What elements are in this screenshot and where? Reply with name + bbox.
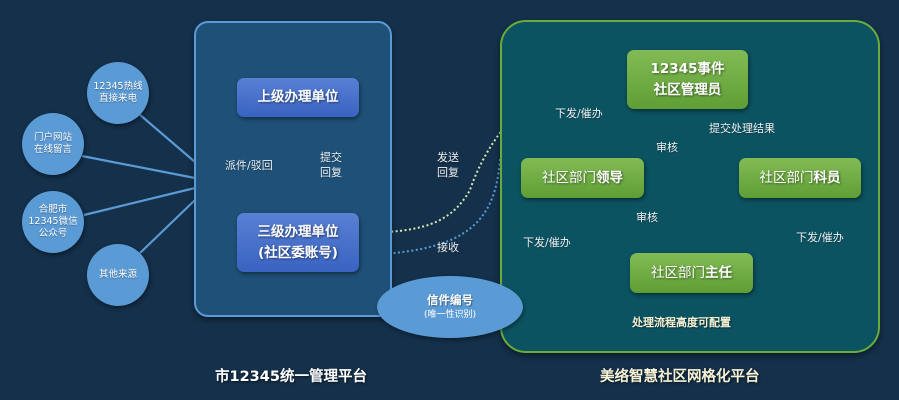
source-wechat: 合肥市 12345微信 公众号 xyxy=(22,191,84,253)
source-other: 其他来源 xyxy=(87,244,149,306)
source-hotline: 12345热线 直接来电 xyxy=(87,62,149,124)
arrow-receive xyxy=(361,76,628,256)
department-leader-box: 社区部门领导 xyxy=(521,158,644,198)
municipal-platform-title: 市12345统一管理平台 xyxy=(215,369,367,385)
label-issue-urge-3: 下发/催办 xyxy=(796,231,844,244)
label-submit-reply: 提交 回复 xyxy=(320,151,342,179)
staff-prefix: 社区部门 xyxy=(759,169,814,186)
director-role: 主任 xyxy=(705,264,732,281)
community-platform-title: 美络智慧社区网格化平台 xyxy=(600,369,760,385)
source-portal: 门户网站 在线留言 xyxy=(22,113,84,175)
source-connector xyxy=(138,113,196,163)
source-connector xyxy=(139,199,196,254)
staff-role: 科员 xyxy=(813,169,841,186)
director-prefix: 社区部门 xyxy=(651,264,705,281)
third-unit-box: 三级办理单位 (社区委账号) xyxy=(237,213,359,272)
letter-id-ellipse: 信件编号 (唯一性识别) xyxy=(377,276,523,338)
letter-id-subtitle: (唯一性识别) xyxy=(423,310,477,320)
community-admin-box: 12345事件 社区管理员 xyxy=(627,50,748,109)
label-dispatch-reject: 派件/驳回 xyxy=(225,159,273,172)
label-submit-result: 提交处理结果 xyxy=(709,122,775,135)
upper-unit-box: 上级办理单位 xyxy=(237,78,359,117)
source-connector xyxy=(83,186,196,217)
department-director-box: 社区部门主任 xyxy=(630,253,753,293)
leader-prefix: 社区部门 xyxy=(542,169,596,186)
municipal-platform-panel xyxy=(194,21,392,317)
label-issue-urge-1: 下发/催办 xyxy=(555,107,603,120)
source-connector xyxy=(81,154,196,180)
label-issue-urge-2: 下发/催办 xyxy=(523,236,571,249)
letter-id-title: 信件编号 xyxy=(427,293,473,307)
department-staff-box: 社区部门科员 xyxy=(739,158,861,198)
label-receive: 接收 xyxy=(437,241,459,254)
configurable-note: 处理流程高度可配置 xyxy=(632,316,731,329)
label-send-reply: 发送 回复 xyxy=(437,151,459,179)
leader-role: 领导 xyxy=(596,169,623,186)
label-review-1: 审核 xyxy=(656,141,678,154)
label-review-2: 审核 xyxy=(636,211,658,224)
